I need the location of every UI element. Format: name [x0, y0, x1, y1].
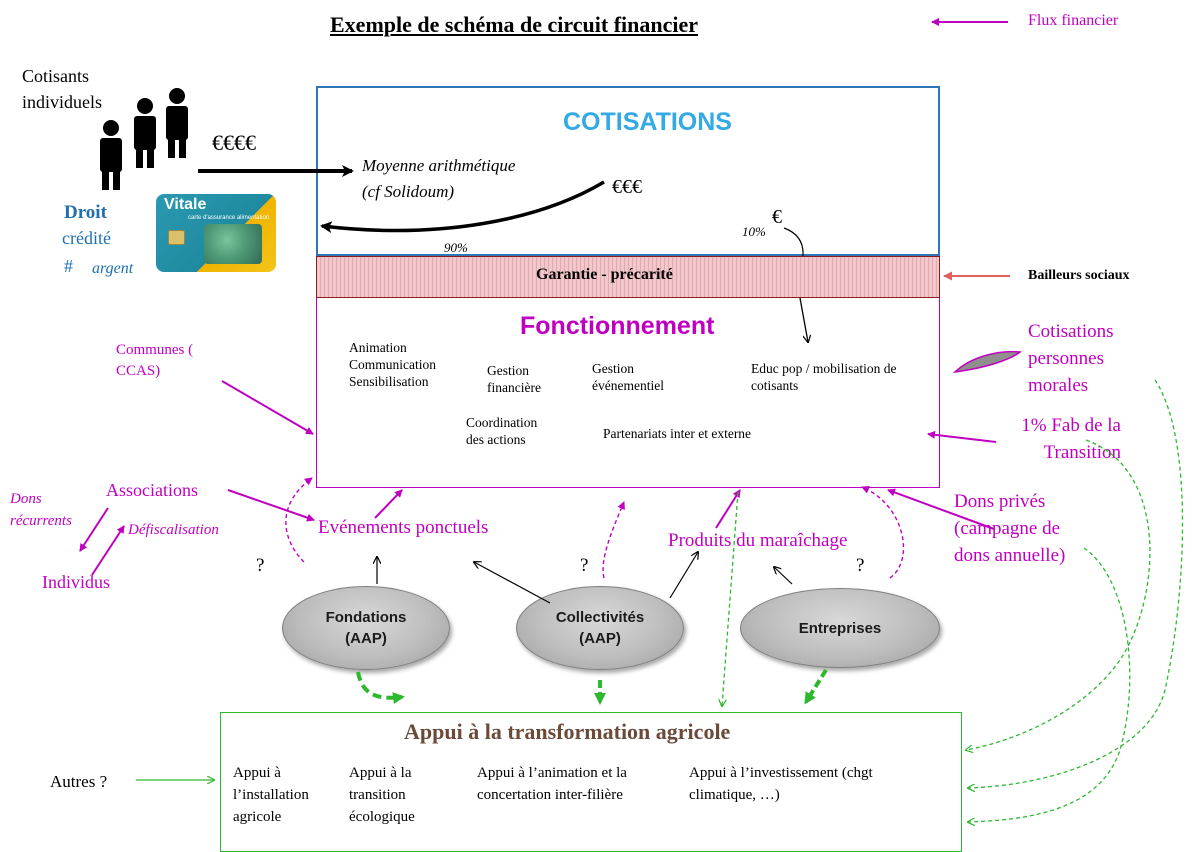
produits-label: Produits du maraîchage	[668, 530, 848, 551]
droit-label-1: Droit	[64, 202, 107, 223]
evenements-arrow	[374, 489, 403, 519]
fab-to-appui-arrow	[966, 439, 1151, 750]
cotisations-pm-to-appui-arrow	[968, 379, 1184, 788]
moyenne-label-1: Moyenne arithmétique	[362, 156, 516, 175]
funder-entreprises: Entreprises	[740, 588, 940, 668]
associations-arrow	[227, 489, 315, 522]
dons-prives-to-appui-arrow	[968, 547, 1131, 822]
dons-recurrents-label: Dons récurrents	[10, 491, 72, 529]
legend-label: Flux financier	[1028, 12, 1119, 29]
fonc-item-gestion-evenementiel: Gestion événementiel	[592, 361, 664, 393]
pct-90: 90%	[444, 240, 468, 255]
evenements-label: Evénements ponctuels	[318, 517, 489, 538]
fonc-item-animation: Animation Communication Sensibilisation	[349, 340, 436, 389]
dashed-arrow-middle	[602, 501, 625, 579]
cotisants-label-1: Cotisants	[22, 66, 90, 86]
euro-1: €	[772, 206, 782, 228]
euros-3: €€€	[612, 176, 642, 198]
funder-collectivites-line1: Collectivités	[555, 609, 645, 626]
funder-entreprises-line1: Entreprises	[798, 619, 882, 637]
personnes-morales-shape	[952, 350, 1022, 374]
defiscalisation-label: Défiscalisation	[128, 522, 219, 538]
funder-fondations-line1: Fondations	[325, 609, 407, 626]
dons-recurrents-arrow	[79, 507, 109, 552]
cotisations-pm-label: Cotisations personnes morales	[1028, 321, 1114, 396]
diagram-title: Exemple de schéma de circuit financier	[330, 12, 699, 37]
card-food-image	[204, 224, 262, 264]
appui-title: Appui à la transformation agricole	[404, 719, 731, 744]
dons-prives-arrow	[887, 488, 995, 530]
entreprises-arrow	[774, 567, 793, 585]
ten-pct-curve	[783, 227, 804, 257]
fonc-item-partenariats: Partenariats inter et externe	[603, 426, 752, 441]
people-icon	[100, 88, 188, 190]
cotisants-label-2: individuels	[22, 92, 102, 112]
individus-label: Individus	[42, 572, 111, 592]
cotisations-title: COTISATIONS	[563, 108, 732, 136]
communes-arrow	[221, 380, 314, 435]
entreprises-to-appui-arrow	[804, 668, 828, 705]
euros-4: €€€€	[212, 130, 256, 155]
question-right: ?	[856, 555, 865, 576]
fondations-to-appui-arrow	[356, 671, 405, 705]
vitale-card: Vitale carte d'assurance alimentation	[156, 194, 276, 272]
fonctionnement-box	[316, 298, 940, 488]
appui-item-installation: Appui à l’installation agricole	[233, 765, 309, 825]
appui-item-transition: Appui à la transition écologique	[349, 765, 415, 825]
garantie-label: Garantie - précarité	[536, 266, 673, 283]
droit-label-2: crédité	[62, 228, 111, 248]
dashed-arrow-right	[861, 486, 905, 579]
fab-arrow	[927, 430, 997, 443]
fonc-item-gestion-financiere: Gestion financière	[487, 363, 541, 395]
garantie-band	[316, 256, 940, 298]
question-middle: ?	[580, 555, 589, 576]
associations-label: Associations	[106, 480, 198, 500]
dashed-arrow-left	[285, 477, 313, 563]
pct-10: 10%	[742, 224, 766, 239]
moyenne-label-2: (cf Solidoum)	[362, 182, 455, 201]
funder-fondations: Fondations (AAP)	[282, 586, 450, 670]
appui-item-animation: Appui à l’animation et la concertation i…	[477, 765, 627, 803]
droit-hash: #	[64, 256, 73, 276]
produits-arrow	[715, 489, 741, 529]
card-brand: Vitale	[164, 196, 207, 213]
funder-fondations-line2: (AAP)	[345, 630, 387, 647]
autres-label: Autres ?	[50, 772, 108, 791]
card-chip	[168, 230, 185, 245]
collectivites-arrow-evenements	[474, 562, 551, 604]
return-90-arrow	[320, 180, 605, 234]
droit-argent: argent	[92, 260, 134, 277]
funder-collectivites-line2: (AAP)	[579, 630, 621, 647]
fonctionnement-to-appui-arrow	[722, 491, 739, 706]
bailleurs-label: Bailleurs sociaux	[1028, 268, 1130, 283]
card-subtitle: carte d'assurance alimentation	[188, 215, 270, 221]
fab-label: 1% Fab de la Transition	[1021, 415, 1121, 463]
ten-pct-arrow	[799, 297, 808, 342]
appui-item-investissement: Appui à l’investissement (chgt climatiqu…	[689, 765, 873, 803]
collectivites-arrow-produits	[669, 552, 698, 599]
communes-label: Communes ( CCAS)	[116, 342, 194, 379]
defiscalisation-arrow	[91, 525, 125, 576]
fonc-item-coordination: Coordination des actions	[466, 415, 538, 447]
question-left: ?	[256, 555, 265, 576]
fonc-item-educ-pop: Educ pop / mobilisation de cotisants	[751, 361, 897, 393]
fonctionnement-title: Fonctionnement	[520, 312, 715, 340]
